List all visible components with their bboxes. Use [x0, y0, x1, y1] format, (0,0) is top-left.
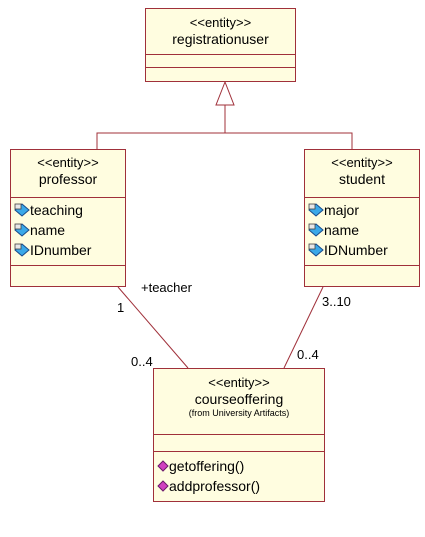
operations-compartment	[11, 266, 125, 286]
attribute-name: name	[30, 222, 66, 238]
operation-row[interactable]: getoffering()	[154, 456, 324, 476]
attribute-name: name	[324, 222, 360, 238]
attributes-compartment	[146, 55, 295, 68]
class-registrationuser[interactable]: <<entity>> registrationuser	[145, 8, 296, 82]
attribute-name: major	[324, 202, 360, 218]
operations-compartment: getoffering() addprofessor()	[154, 452, 324, 496]
lock-attribute-icon	[308, 203, 324, 217]
class-student[interactable]: <<entity>> student major name	[304, 149, 420, 287]
association-professor-courseoffering[interactable]	[117, 286, 189, 369]
class-header: <<entity>> courseoffering (from Universi…	[154, 369, 324, 435]
class-header: <<entity>> professor	[11, 150, 125, 198]
multiplicity-professor: 1	[117, 300, 125, 315]
lock-attribute-icon	[308, 243, 324, 257]
class-name: registrationuser	[172, 31, 269, 47]
generalization-line-student	[225, 132, 353, 149]
multiplicity-course-right: 0..4	[297, 347, 319, 362]
package-note: (from University Artifacts)	[188, 408, 290, 418]
operation-name: getoffering()	[169, 458, 245, 474]
attribute-row[interactable]: teaching	[11, 200, 125, 220]
attribute-row[interactable]: IDNumber	[305, 240, 419, 260]
role-label-teacher: +teacher	[141, 280, 192, 295]
attribute-name: IDnumber	[30, 242, 92, 258]
class-header: <<entity>> registrationuser	[146, 9, 295, 55]
stereotype-label: <<entity>>	[208, 375, 270, 390]
class-courseoffering[interactable]: <<entity>> courseoffering (from Universi…	[153, 368, 325, 502]
lock-attribute-icon	[308, 223, 324, 237]
stereotype-label: <<entity>>	[37, 155, 99, 170]
multiplicity-student: 3..10	[322, 294, 351, 309]
attribute-name: IDNumber	[324, 242, 388, 258]
lock-attribute-icon	[14, 243, 30, 257]
attribute-row[interactable]: name	[305, 220, 419, 240]
generalization-arrowhead[interactable]	[215, 80, 235, 106]
lock-attribute-icon	[14, 203, 30, 217]
attributes-compartment: teaching name IDnumber	[11, 198, 125, 266]
attribute-row[interactable]: IDnumber	[11, 240, 125, 260]
attribute-row[interactable]: name	[11, 220, 125, 240]
multiplicity-course-left: 0..4	[131, 354, 153, 369]
operations-compartment	[305, 266, 419, 286]
class-header: <<entity>> student	[305, 150, 419, 198]
lock-attribute-icon	[14, 223, 30, 237]
association-student-courseoffering[interactable]	[283, 286, 324, 369]
operation-row[interactable]: addprofessor()	[154, 476, 324, 496]
operation-diamond-icon	[157, 459, 169, 473]
class-professor[interactable]: <<entity>> professor teaching name	[10, 149, 126, 287]
operation-name: addprofessor()	[169, 478, 261, 494]
operation-diamond-icon	[157, 479, 169, 493]
class-name: professor	[38, 171, 98, 187]
stereotype-label: <<entity>>	[189, 15, 252, 30]
class-name: courseoffering	[194, 391, 284, 407]
attributes-compartment	[154, 435, 324, 452]
generalization-line-professor	[96, 132, 225, 149]
attributes-compartment: major name IDNumber	[305, 198, 419, 266]
stereotype-label: <<entity>>	[331, 155, 393, 170]
operations-compartment	[146, 68, 295, 82]
attribute-name: teaching	[30, 202, 83, 218]
attribute-row[interactable]: major	[305, 200, 419, 220]
class-name: student	[339, 171, 385, 187]
